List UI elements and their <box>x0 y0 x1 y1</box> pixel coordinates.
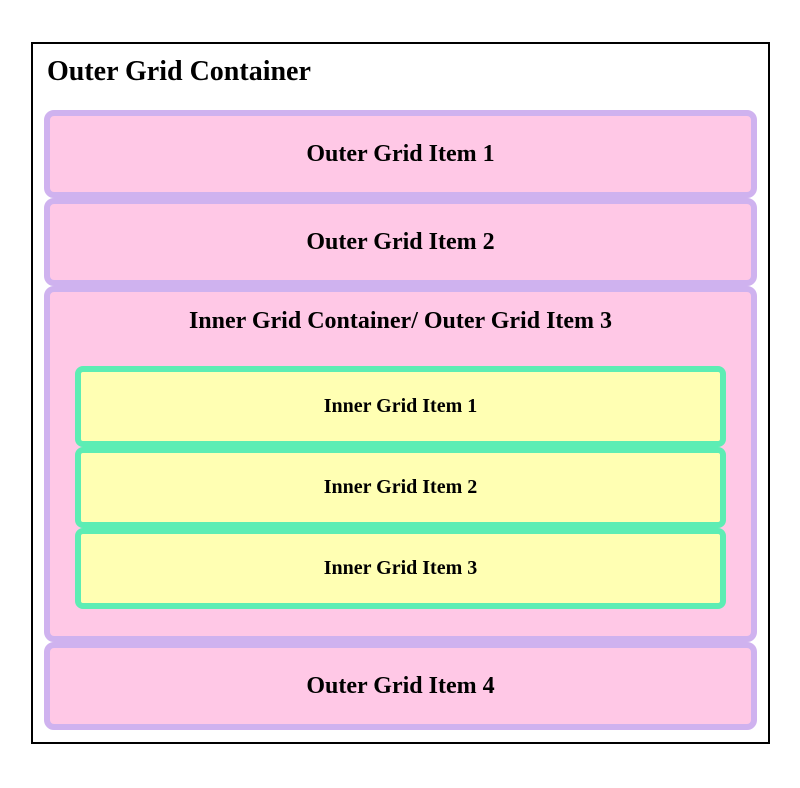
outer-grid-item-4: Outer Grid Item 4 <box>44 642 757 730</box>
inner-grid-container: Inner Grid Container/ Outer Grid Item 3 … <box>44 286 757 642</box>
outer-grid-container: Outer Grid Container Outer Grid Item 1 O… <box>31 42 770 744</box>
inner-grid-item-2-label: Inner Grid Item 2 <box>323 476 478 498</box>
inner-grid: Inner Grid Item 1 Inner Grid Item 2 Inne… <box>75 366 726 609</box>
outer-grid-container-title: Outer Grid Container <box>47 56 311 87</box>
inner-grid-item-2: Inner Grid Item 2 <box>75 447 726 528</box>
outer-grid-item-2-label: Outer Grid Item 2 <box>306 228 495 255</box>
outer-grid-item-4-label: Outer Grid Item 4 <box>306 672 495 699</box>
inner-grid-item-1-label: Inner Grid Item 1 <box>323 395 478 417</box>
inner-grid-container-title: Inner Grid Container/ Outer Grid Item 3 <box>188 308 613 334</box>
outer-grid-item-2: Outer Grid Item 2 <box>44 198 757 286</box>
inner-grid-item-3: Inner Grid Item 3 <box>75 528 726 609</box>
outer-grid-item-1: Outer Grid Item 1 <box>44 110 757 198</box>
outer-grid: Outer Grid Item 1 Outer Grid Item 2 Inne… <box>44 110 757 730</box>
inner-grid-item-3-label: Inner Grid Item 3 <box>323 557 478 579</box>
outer-grid-item-1-label: Outer Grid Item 1 <box>306 140 495 167</box>
inner-grid-item-1: Inner Grid Item 1 <box>75 366 726 447</box>
